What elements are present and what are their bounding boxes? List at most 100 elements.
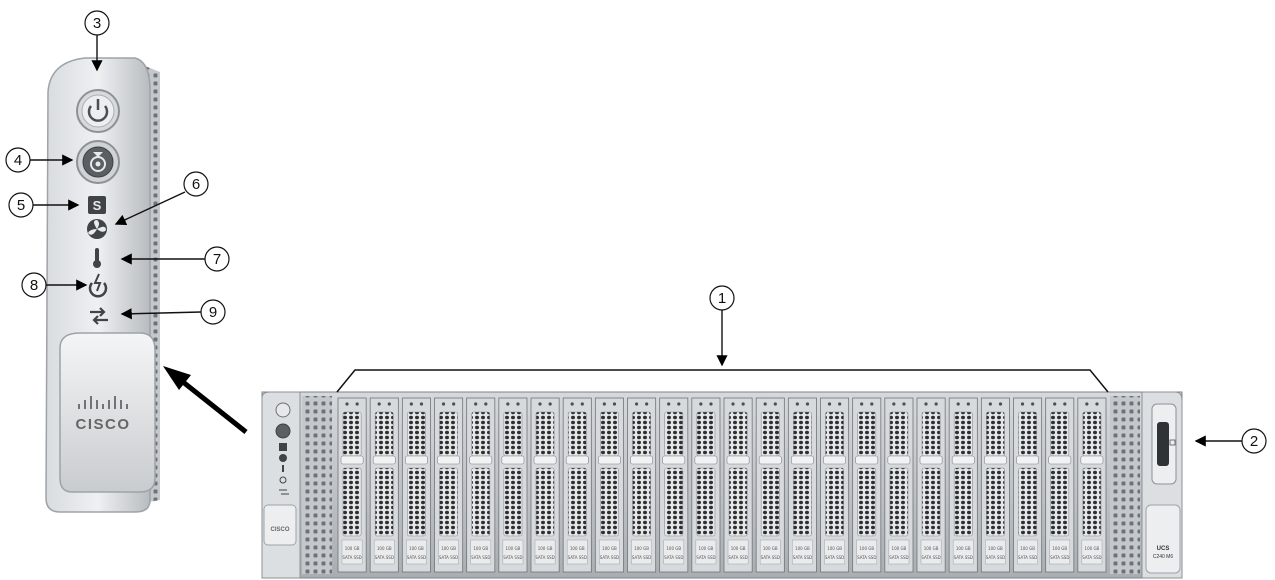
callouts-left: 3 4 5 6 7 8 xyxy=(5,10,230,325)
drive-capacity-label: 100 GB xyxy=(892,546,907,551)
drive-type-label: SATA SSD xyxy=(728,555,747,560)
right-vent xyxy=(1110,396,1140,574)
network-link-icon xyxy=(90,307,108,325)
svg-text:8: 8 xyxy=(30,277,38,294)
chassis-body xyxy=(261,391,1183,579)
callout-7: 7 xyxy=(120,246,230,272)
drive-bay[interactable]: 100 GB SATA SSD xyxy=(820,397,850,573)
power-icon xyxy=(87,99,109,122)
drive-capacity-label: 100 GB xyxy=(924,546,939,551)
power-button[interactable] xyxy=(76,89,120,133)
drive-bay[interactable]: 100 GB SATA SSD xyxy=(787,397,817,573)
drive-type-label: SATA SSD xyxy=(857,555,876,560)
drive-bay[interactable]: 100 GB SATA SSD xyxy=(1045,397,1075,573)
drive-bay[interactable]: 100 GB SATA SSD xyxy=(1077,397,1107,573)
drive-bay[interactable]: 100 GB SATA SSD xyxy=(627,397,657,573)
drive-capacity-label: 100 GB xyxy=(795,546,810,551)
zoom-arrow xyxy=(163,366,248,434)
svg-text:7: 7 xyxy=(213,251,221,268)
svg-text:3: 3 xyxy=(93,15,101,32)
drive-capacity-label: 100 GB xyxy=(1052,546,1067,551)
drive-bay[interactable]: 100 GB SATA SSD xyxy=(659,397,689,573)
drive-bay[interactable]: 100 GB SATA SSD xyxy=(916,397,946,573)
drive-type-label: SATA SSD xyxy=(1050,555,1069,560)
drive-bay[interactable]: 100 GB SATA SSD xyxy=(1013,397,1043,573)
drive-type-label: SATA SSD xyxy=(342,555,361,560)
drive-type-label: SATA SSD xyxy=(600,555,619,560)
power-supply-icon xyxy=(88,273,108,298)
callout-5: 5 xyxy=(8,192,80,218)
drive-capacity-label: 100 GB xyxy=(988,546,1003,551)
callout-1: 1 xyxy=(336,285,1109,393)
svg-text:2: 2 xyxy=(1250,433,1258,450)
drive-capacity-label: 100 GB xyxy=(666,546,681,551)
drive-type-label: SATA SSD xyxy=(471,555,490,560)
drive-capacity-label: 100 GB xyxy=(634,546,649,551)
id-icon xyxy=(90,152,106,172)
drive-type-label: SATA SSD xyxy=(761,555,780,560)
server-cisco-logo: CISCO xyxy=(270,527,289,533)
drive-capacity-label: 100 GB xyxy=(473,546,488,551)
drive-type-label: SATA SSD xyxy=(664,555,683,560)
left-vent xyxy=(302,396,332,574)
callout-4: 4 xyxy=(5,147,74,173)
drive-bay[interactable]: 100 GB SATA SSD xyxy=(755,397,785,573)
drive-bays: 100 GB SATA SSD 100 GB SATA SSD 100 GB SATA S… xyxy=(337,397,1107,573)
drive-capacity-label: 100 GB xyxy=(763,546,778,551)
left-ear-controls xyxy=(275,402,291,495)
callout-8: 8 xyxy=(21,272,88,298)
drive-type-label: SATA SSD xyxy=(1082,555,1101,560)
drive-type-label: SATA SSD xyxy=(503,555,522,560)
drive-capacity-label: 100 GB xyxy=(409,546,424,551)
pull-tab[interactable] xyxy=(1151,403,1177,485)
unit-id-button[interactable] xyxy=(76,140,120,184)
ear-cisco-logo: CISCO xyxy=(75,416,130,433)
drive-type-label: SATA SSD xyxy=(793,555,812,560)
drive-type-label: SATA SSD xyxy=(921,555,940,560)
fan-icon xyxy=(87,219,107,239)
drive-capacity-label: 100 GB xyxy=(441,546,456,551)
callout-6: 6 xyxy=(114,171,209,225)
model-tag: UCS C240 M6 xyxy=(1145,504,1181,574)
drive-type-label: SATA SSD xyxy=(375,555,394,560)
system-status-icon: S xyxy=(88,196,106,214)
drive-type-label: SATA SSD xyxy=(825,555,844,560)
svg-text:1: 1 xyxy=(718,290,726,307)
drive-type-label: SATA SSD xyxy=(632,555,651,560)
drive-bay[interactable]: 100 GB SATA SSD xyxy=(594,397,624,573)
drive-type-label: SATA SSD xyxy=(954,555,973,560)
left-ear-latch[interactable]: CISCO xyxy=(263,504,297,546)
drive-bay[interactable]: 100 GB SATA SSD xyxy=(852,397,882,573)
ear-latch[interactable]: CISCO xyxy=(59,332,156,493)
drive-bay[interactable]: 100 GB SATA SSD xyxy=(466,397,496,573)
callout-2: 2 xyxy=(1194,428,1267,454)
svg-text:C240 M6: C240 M6 xyxy=(1153,554,1174,560)
svg-text:6: 6 xyxy=(192,176,200,193)
drive-capacity-label: 100 GB xyxy=(859,546,874,551)
drive-type-label: SATA SSD xyxy=(696,555,715,560)
control-panel-zoom: S xyxy=(45,57,160,513)
callout-9: 9 xyxy=(120,299,226,325)
drive-capacity-label: 100 GB xyxy=(827,546,842,551)
drive-capacity-label: 100 GB xyxy=(602,546,617,551)
drive-capacity-label: 100 GB xyxy=(1085,546,1100,551)
svg-text:9: 9 xyxy=(209,304,217,321)
svg-text:S: S xyxy=(93,198,102,213)
cisco-logo-bars xyxy=(78,396,128,409)
drive-type-label: SATA SSD xyxy=(1018,555,1037,560)
drive-capacity-label: 100 GB xyxy=(1020,546,1035,551)
